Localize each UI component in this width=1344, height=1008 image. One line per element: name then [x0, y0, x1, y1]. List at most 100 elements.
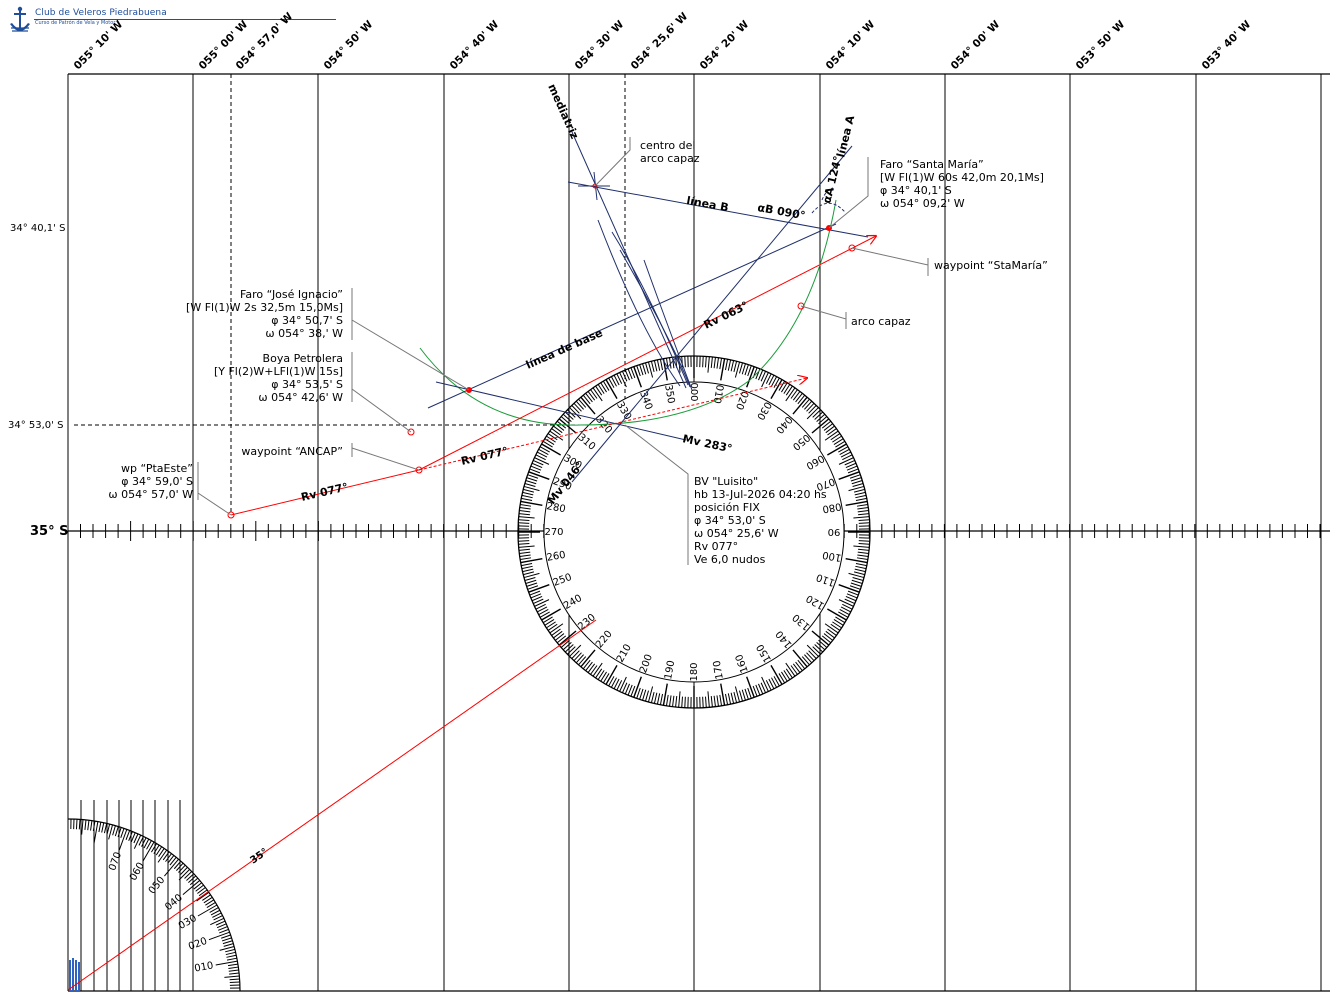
- rose-tick: [724, 359, 729, 371]
- rose-tick: [547, 433, 558, 441]
- rose-tick: [716, 357, 719, 369]
- protractor-tick: [219, 928, 229, 934]
- rose-inner-ring: [543, 381, 845, 683]
- protractor-tick: [120, 828, 125, 838]
- rose-tick: [571, 405, 580, 414]
- rose-tick: [597, 384, 605, 394]
- rose-tick: [582, 659, 591, 670]
- callout-line: Boya Petrolera: [263, 352, 343, 365]
- protractor-tick: [180, 866, 188, 875]
- rose-tick: [528, 584, 550, 593]
- rose-label: 260: [546, 550, 567, 564]
- rose-tick: [710, 356, 713, 368]
- rose-tick: [844, 598, 855, 605]
- protractor-tick: [75, 819, 78, 830]
- callout-line: φ 34° 53,5' S: [271, 378, 343, 391]
- rose-tick: [857, 510, 869, 513]
- protractor-tick: [101, 822, 105, 833]
- rose-tick: [823, 423, 833, 431]
- longitude-label: 054° 00' W: [949, 18, 1003, 72]
- rose-tick: [752, 685, 758, 697]
- rose-tick: [811, 630, 830, 646]
- protractor-tick: [195, 884, 204, 892]
- rose-tick: [857, 554, 869, 557]
- protractor-tick: [222, 940, 233, 945]
- protractor-tick: [223, 943, 234, 947]
- rose-tick: [538, 609, 549, 616]
- rose-tick: [761, 372, 769, 388]
- longitude-label: 054° 50' W: [322, 18, 376, 72]
- protractor-tick: [215, 920, 226, 926]
- linea-b-label: línea B: [685, 194, 729, 214]
- rose-tick: [768, 374, 775, 386]
- wp-ptaeste-callout: wp “PtaEste” φ 34° 59,0' S ω 054° 57,0' …: [108, 462, 193, 501]
- rose-tick: [585, 393, 593, 403]
- protractor-tick: [210, 909, 221, 916]
- rose-tick: [556, 635, 567, 644]
- rose-tick: [562, 413, 572, 422]
- protractor-tick: [133, 834, 142, 849]
- rose-tick: [761, 676, 769, 692]
- protractor-tick: [158, 848, 165, 857]
- rose-tick: [642, 689, 647, 701]
- rose-tick: [771, 376, 778, 387]
- rose-tick: [522, 491, 534, 496]
- rose-label: 90: [828, 526, 841, 537]
- rose-tick: [778, 673, 786, 684]
- rose-tick: [592, 662, 603, 677]
- protractor-tick: [169, 857, 177, 866]
- callout-line: φ 34° 40,1' S: [880, 184, 952, 197]
- arc-4: [643, 259, 693, 391]
- protractor-tick: [178, 869, 190, 881]
- rose-tick: [555, 633, 565, 641]
- protractor-tick: [143, 838, 150, 849]
- rose-tick: [838, 611, 849, 618]
- linea-a-label: línea A: [834, 114, 857, 159]
- rose-tick: [531, 462, 543, 468]
- routes: [67, 236, 876, 991]
- rose-tick: [801, 398, 810, 408]
- protractor-tick: [182, 880, 201, 895]
- rose-tick: [854, 568, 866, 573]
- rose-tick: [738, 362, 743, 374]
- rose-tick: [730, 692, 735, 704]
- protractor-tick: [142, 841, 155, 862]
- callout-line: [W Fl(1)W 2s 32,5m 15,0Ms]: [186, 301, 343, 314]
- rose-tick: [518, 548, 530, 551]
- longitude-label: 053° 40' W: [1200, 18, 1254, 72]
- rose-tick: [675, 696, 678, 708]
- rose-tick: [578, 656, 587, 666]
- rose-tick: [531, 596, 543, 602]
- rose-label: 270: [544, 527, 563, 538]
- rose-tick: [842, 454, 853, 461]
- rose-tick: [630, 685, 636, 697]
- rose-label: 100: [822, 549, 843, 563]
- club-subtitle: Curso de Patrón de Vela y Motor: [35, 20, 116, 26]
- protractor-tick: [197, 904, 218, 917]
- rose-tick: [827, 628, 837, 636]
- alpha-b-label: αB 090°: [756, 201, 806, 222]
- rose-tick: [854, 491, 866, 496]
- protractor-tick: [198, 889, 208, 897]
- rose-tick: [741, 363, 746, 375]
- rose-tick: [602, 673, 610, 684]
- rose-tick: [806, 652, 815, 662]
- rose-tick: [827, 443, 847, 456]
- rose-tick: [850, 477, 862, 482]
- rose-tick: [811, 418, 830, 434]
- rose-tick: [783, 384, 791, 394]
- rose-tick: [747, 365, 752, 377]
- rose-tick: [627, 684, 633, 696]
- rose-tick: [639, 688, 644, 700]
- rose-tick: [741, 689, 746, 701]
- mediatriz-label: mediatriz: [545, 82, 581, 141]
- lat-label-5300: 34° 53,0' S: [8, 420, 63, 431]
- rose-tick: [525, 579, 537, 584]
- rose-tick: [518, 545, 535, 548]
- arc-1: [597, 219, 681, 387]
- rose-tick: [536, 451, 548, 458]
- callout-line: [Y Fl(2)W+LFl(1)W 15s]: [214, 365, 343, 378]
- faro-jose-ignacio-callout: Faro “José Ignacio” [W Fl(1)W 2s 32,5m 1…: [186, 288, 343, 340]
